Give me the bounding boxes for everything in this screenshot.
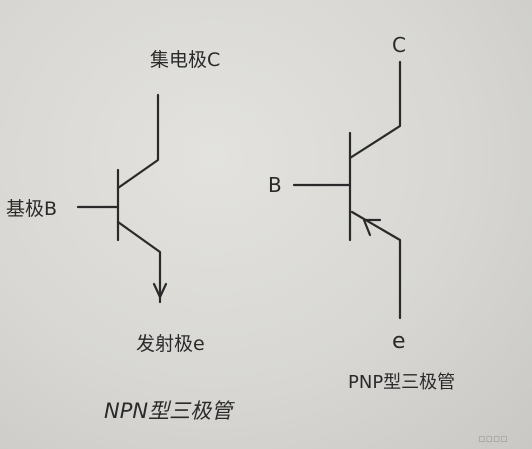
- pnp-base-label: B: [268, 173, 282, 197]
- npn-caption: NPN型三极管: [104, 399, 235, 423]
- npn-emitter-label: 发射极e: [136, 333, 205, 355]
- npn-emitter-arrow-icon: [152, 282, 168, 299]
- pnp-emitter-label: e: [392, 329, 406, 354]
- pnp-collector-lead: [348, 60, 402, 160]
- pnp-caption: PNP型三极管: [348, 372, 455, 393]
- npn-base-label: 基极B: [6, 198, 57, 220]
- pnp-symbol: [292, 60, 402, 320]
- npn-collector-lead: [116, 93, 160, 190]
- npn-collector-label: 集电极C: [150, 49, 220, 71]
- pnp-emitter-arrow-icon: [362, 218, 382, 237]
- pnp-collector-label: C: [392, 33, 406, 57]
- watermark: ▫▫▫▫: [478, 432, 508, 445]
- npn-symbol: [76, 93, 168, 304]
- pnp-emitter-lead: [350, 210, 402, 320]
- npn-emitter-lead: [116, 220, 162, 304]
